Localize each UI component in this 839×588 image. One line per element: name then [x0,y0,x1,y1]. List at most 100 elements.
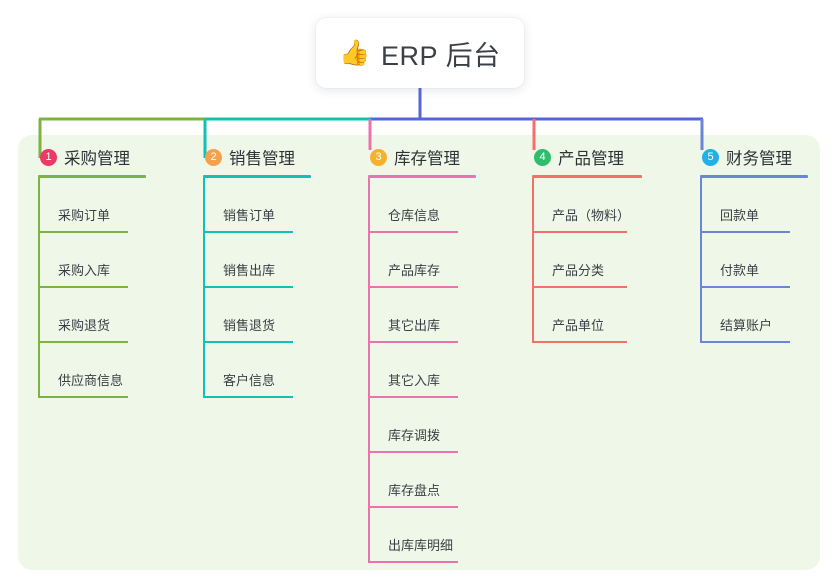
leaf-item[interactable]: 客户信息 [203,343,311,398]
leaf-item[interactable]: 出库库明细 [368,508,476,563]
leaf-item-underline [368,341,458,343]
leaf-item-label: 仓库信息 [388,208,441,223]
leaf-item-underline [532,231,627,233]
leaf-item-label: 产品库存 [388,263,441,278]
leaf-item-underline [38,341,128,343]
leaf-item-underline [368,506,458,508]
leaf-item[interactable]: 其它出库 [368,288,476,343]
leaf-item-label: 出库库明细 [388,538,454,553]
leaf-item[interactable]: 产品（物料） [532,178,642,233]
leaf-item-label: 客户信息 [223,373,276,388]
column-header-1[interactable]: 1 采购管理 [38,145,146,169]
leaf-item-label: 产品分类 [552,263,605,278]
column-items-1: 采购订单采购入库采购退货供应商信息 [38,178,146,398]
leaf-item[interactable]: 采购退货 [38,288,146,343]
column-header-3[interactable]: 3 库存管理 [368,145,476,169]
leaf-item[interactable]: 产品分类 [532,233,642,288]
leaf-item-underline [368,451,458,453]
leaf-item[interactable]: 销售退货 [203,288,311,343]
leaf-item-underline [38,231,128,233]
column-1: 1 采购管理采购订单采购入库采购退货供应商信息 [38,145,146,398]
root-node-card[interactable]: 👍 ERP 后台 [316,18,524,88]
column-badge-icon: 1 [40,148,57,166]
leaf-item-underline [700,341,790,343]
column-badge-icon: 2 [205,148,222,166]
leaf-item[interactable]: 库存盘点 [368,453,476,508]
column-items-2: 销售订单销售出库销售退货客户信息 [203,178,311,398]
column-spine-line [38,178,40,398]
column-3: 3 库存管理仓库信息产品库存其它出库其它入库库存调拨库存盘点出库库明细 [368,145,476,563]
root-node-title: 👍 ERP 后台 [339,34,500,73]
leaf-item[interactable]: 其它入库 [368,343,476,398]
column-header-4[interactable]: 4 产品管理 [532,145,642,169]
column-title: 库存管理 [394,150,460,168]
column-badge-icon: 4 [534,148,551,166]
root-node-label: ERP 后台 [381,40,501,71]
leaf-item-label: 结算账户 [720,318,773,333]
leaf-item-underline [38,396,128,398]
leaf-item-underline [368,286,458,288]
leaf-item[interactable]: 销售出库 [203,233,311,288]
leaf-item[interactable]: 销售订单 [203,178,311,233]
column-items-5: 回款单付款单结算账户 [700,178,808,343]
leaf-item[interactable]: 产品库存 [368,233,476,288]
mindmap-panel [18,135,820,570]
leaf-item[interactable]: 回款单 [700,178,808,233]
leaf-item-label: 采购入库 [58,263,111,278]
leaf-item[interactable]: 采购入库 [38,233,146,288]
column-title: 销售管理 [229,150,295,168]
column-header-underline [700,175,808,178]
column-spine-line [203,178,205,398]
leaf-item[interactable]: 仓库信息 [368,178,476,233]
leaf-item-underline [700,231,790,233]
thumbs-up-icon: 👍 [339,38,372,67]
leaf-item-label: 采购订单 [58,208,111,223]
column-badge-icon: 5 [702,148,719,166]
column-title: 采购管理 [64,150,130,168]
leaf-item-underline [203,341,293,343]
leaf-item[interactable]: 采购订单 [38,178,146,233]
leaf-item-underline [203,231,293,233]
leaf-item-underline [368,396,458,398]
leaf-item[interactable]: 付款单 [700,233,808,288]
column-spine-line [532,178,534,343]
leaf-item-underline [532,341,627,343]
column-header-underline [203,175,311,178]
leaf-item-underline [203,396,293,398]
leaf-item-label: 其它入库 [388,373,441,388]
leaf-item[interactable]: 库存调拨 [368,398,476,453]
leaf-item-underline [532,286,627,288]
column-header-5[interactable]: 5 财务管理 [700,145,808,169]
column-spine-line [368,178,370,563]
leaf-item-underline [38,286,128,288]
leaf-item[interactable]: 结算账户 [700,288,808,343]
column-badge-icon: 3 [370,148,387,166]
leaf-item-label: 销售出库 [223,263,276,278]
leaf-item-underline [368,561,458,563]
column-spine-line [700,178,702,343]
leaf-item-underline [368,231,458,233]
leaf-item[interactable]: 供应商信息 [38,343,146,398]
column-4: 4 产品管理产品（物料） 产品分类产品单位 [532,145,642,343]
column-5: 5 财务管理回款单付款单结算账户 [700,145,808,343]
leaf-item-label: 产品（物料） [552,208,631,223]
column-title: 产品管理 [558,150,624,168]
column-header-2[interactable]: 2 销售管理 [203,145,311,169]
column-2: 2 销售管理销售订单销售出库销售退货客户信息 [203,145,311,398]
leaf-item-label: 销售订单 [223,208,276,223]
leaf-item-underline [700,286,790,288]
leaf-item-label: 采购退货 [58,318,111,333]
column-header-underline [532,175,642,178]
column-items-3: 仓库信息产品库存其它出库其它入库库存调拨库存盘点出库库明细 [368,178,476,563]
leaf-item-label: 回款单 [720,208,760,223]
leaf-item-label: 库存盘点 [388,483,441,498]
leaf-item-underline [203,286,293,288]
leaf-item[interactable]: 产品单位 [532,288,642,343]
column-header-underline [38,175,146,178]
column-title: 财务管理 [726,150,792,168]
leaf-item-label: 供应商信息 [58,373,124,388]
column-items-4: 产品（物料） 产品分类产品单位 [532,178,642,343]
leaf-item-label: 销售退货 [223,318,276,333]
leaf-item-label: 付款单 [720,263,760,278]
leaf-item-label: 其它出库 [388,318,441,333]
